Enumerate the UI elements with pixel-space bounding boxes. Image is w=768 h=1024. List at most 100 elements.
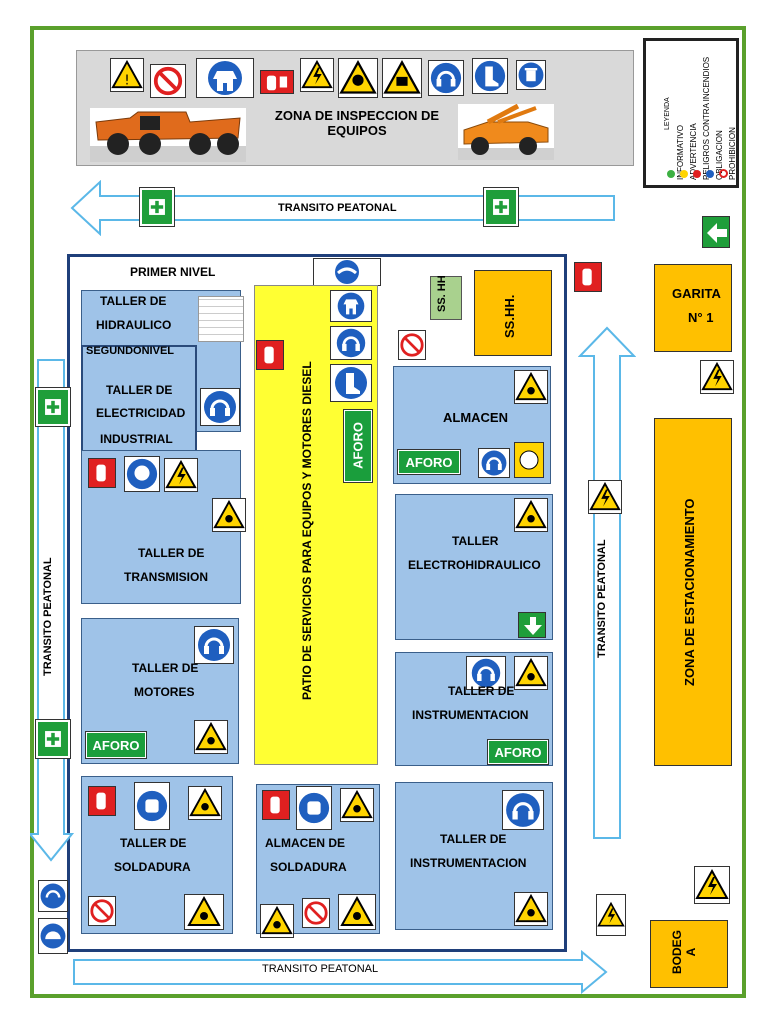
toxic-warning-icon <box>338 58 378 98</box>
walkway-arrow-right <box>578 326 636 839</box>
waste-bin-icon <box>516 60 546 90</box>
hazard-warning-icon <box>514 370 548 404</box>
fire-extinguisher-icon <box>88 786 116 816</box>
taller-transmision-label-1: TALLER DE <box>138 546 205 560</box>
warning-sign-icon: ! <box>110 58 144 92</box>
svg-text:!: ! <box>124 73 129 88</box>
taller-electricidad-label-3: INDUSTRIAL <box>100 432 173 446</box>
aforo-sign: AFORO <box>397 449 461 475</box>
hearing-protection-icon <box>428 60 464 96</box>
garita-label-1: GARITA <box>672 286 721 301</box>
loader-truck-image <box>90 108 246 162</box>
sshh-small <box>430 276 462 320</box>
legend-title: LEYENDA <box>664 97 671 130</box>
fire-extinguisher-icon <box>88 458 116 488</box>
walkway-arrow-bottom <box>73 950 608 994</box>
sshh-big-label: SS.HH. <box>502 294 517 338</box>
legend-dot-red <box>693 170 701 178</box>
taller-electricidad-label-1: TALLER DE <box>106 383 173 397</box>
taller-hidraulico-label-1: TALLER DE <box>100 294 167 308</box>
garita <box>654 264 732 352</box>
walkway-top-label: TRANSITO PEATONAL <box>278 202 397 214</box>
hearing-protection-icon <box>38 880 68 912</box>
aforo-label: AFORO <box>92 737 140 753</box>
aforo-sign: AFORO <box>487 739 549 765</box>
electrical-warning-icon <box>300 58 334 92</box>
emergency-exit-icon <box>35 719 71 759</box>
safety-boots-icon <box>330 364 372 402</box>
emergency-exit-icon <box>483 187 519 227</box>
no-smoking-icon <box>88 896 116 926</box>
taller-transmision-label-2: TRANSMISION <box>124 570 208 584</box>
taller-soldadura-label-2: SOLDADURA <box>114 860 191 874</box>
prohibition-sign-icon <box>150 64 186 98</box>
fire-extinguisher-icon <box>574 262 602 292</box>
taller-instrumentacion-b-label-2: INSTRUMENTACION <box>410 856 527 870</box>
hearing-protection-icon <box>194 626 234 664</box>
almacen-soldadura-label-2: SOLDADURA <box>270 860 347 874</box>
legend-prohibit-symbol <box>719 169 728 178</box>
fire-extinguisher-icon <box>262 790 290 820</box>
hazard-warning-icon <box>260 904 294 938</box>
site-border <box>30 26 746 998</box>
fire-extinguisher-icon <box>260 70 294 94</box>
hearing-protection-icon <box>330 326 372 360</box>
aforo-sign: AFORO <box>343 409 373 483</box>
taller-motores-label-1: TALLER DE <box>132 661 199 675</box>
inspection-zone-label: ZONA DE INSPECCION DE EQUIPOS <box>274 108 440 138</box>
taller-instrumentacion-b-label-1: TALLER DE <box>440 832 507 846</box>
electrical-warning-icon <box>596 894 626 936</box>
aforo-label: AFORO <box>494 744 542 760</box>
walkway-right-label: TRANSITO PEATONAL <box>596 539 608 658</box>
exit-arrow-left-icon <box>702 216 730 248</box>
taller-instrumentacion-a-label-1: TALLER DE <box>448 684 515 698</box>
bodega-label: BODEG A <box>670 930 698 975</box>
aforo-label: AFORO <box>350 422 366 470</box>
taller-motores-label-2: MOTORES <box>134 685 195 699</box>
stairs-icon <box>198 296 244 342</box>
emergency-exit-icon <box>35 387 71 427</box>
hazard-warning-icon <box>340 788 374 822</box>
aforo-sign: AFORO <box>85 731 147 759</box>
almacen-soldadura-label-1: ALMACEN DE <box>265 836 345 850</box>
fire-extinguisher-icon <box>256 340 284 370</box>
hazard-warning-icon <box>514 892 548 926</box>
walkway-arrow-top <box>70 180 615 236</box>
hearing-protection-icon <box>466 656 506 690</box>
patio-label: PATIO DE SERVICIOS PARA EQUIPOS Y MOTORE… <box>300 361 314 700</box>
parking-zone-label: ZONA DE ESTACIONAMIENTO <box>682 498 697 686</box>
walkway-left-label: TRANSITO PEATONAL <box>42 557 54 676</box>
taller-electricidad-label-2: ELECTRICIDAD <box>96 406 186 420</box>
hazard-warning-icon <box>338 894 376 930</box>
drill-rig-image <box>458 103 554 160</box>
legend-box <box>643 38 739 188</box>
taller-electrohidraulico-label-1: TALLER <box>452 534 499 548</box>
protective-suit-sign-icon <box>196 58 254 98</box>
main-building <box>67 254 567 952</box>
welding-mask-icon <box>134 782 170 830</box>
hazard-warning-icon <box>184 894 224 930</box>
safety-boots-icon <box>472 58 508 94</box>
legend-dot-green <box>667 170 675 178</box>
walkway-bottom-label: TRANSITO PEATONAL <box>262 963 379 975</box>
hearing-protection-icon <box>200 388 240 426</box>
almacen-label: ALMACEN <box>443 410 508 425</box>
taller-hidraulico-label-2: HIDRAULICO <box>96 318 172 332</box>
gloves-warning-icon <box>514 442 544 478</box>
exit-arrow-down-icon <box>518 612 546 638</box>
sshh-small-label: SS. HH <box>436 275 448 312</box>
no-smoking-icon <box>398 330 426 360</box>
hazard-warning-icon <box>188 786 222 820</box>
electrical-warning-icon <box>164 458 198 492</box>
safety-helmet-icon <box>38 918 68 954</box>
emergency-exit-icon <box>139 187 175 227</box>
hazard-warning-icon <box>514 656 548 690</box>
legend-dot-blue <box>706 170 714 178</box>
hazard-warning-icon <box>514 498 548 532</box>
hazard-warning-icon <box>194 720 228 754</box>
parking-zone <box>654 418 732 766</box>
protective-suit-icon <box>330 290 372 322</box>
electrical-warning-icon <box>694 866 730 904</box>
hearing-protection-icon <box>478 448 510 478</box>
taller-soldadura-label-1: TALLER DE <box>120 836 187 850</box>
